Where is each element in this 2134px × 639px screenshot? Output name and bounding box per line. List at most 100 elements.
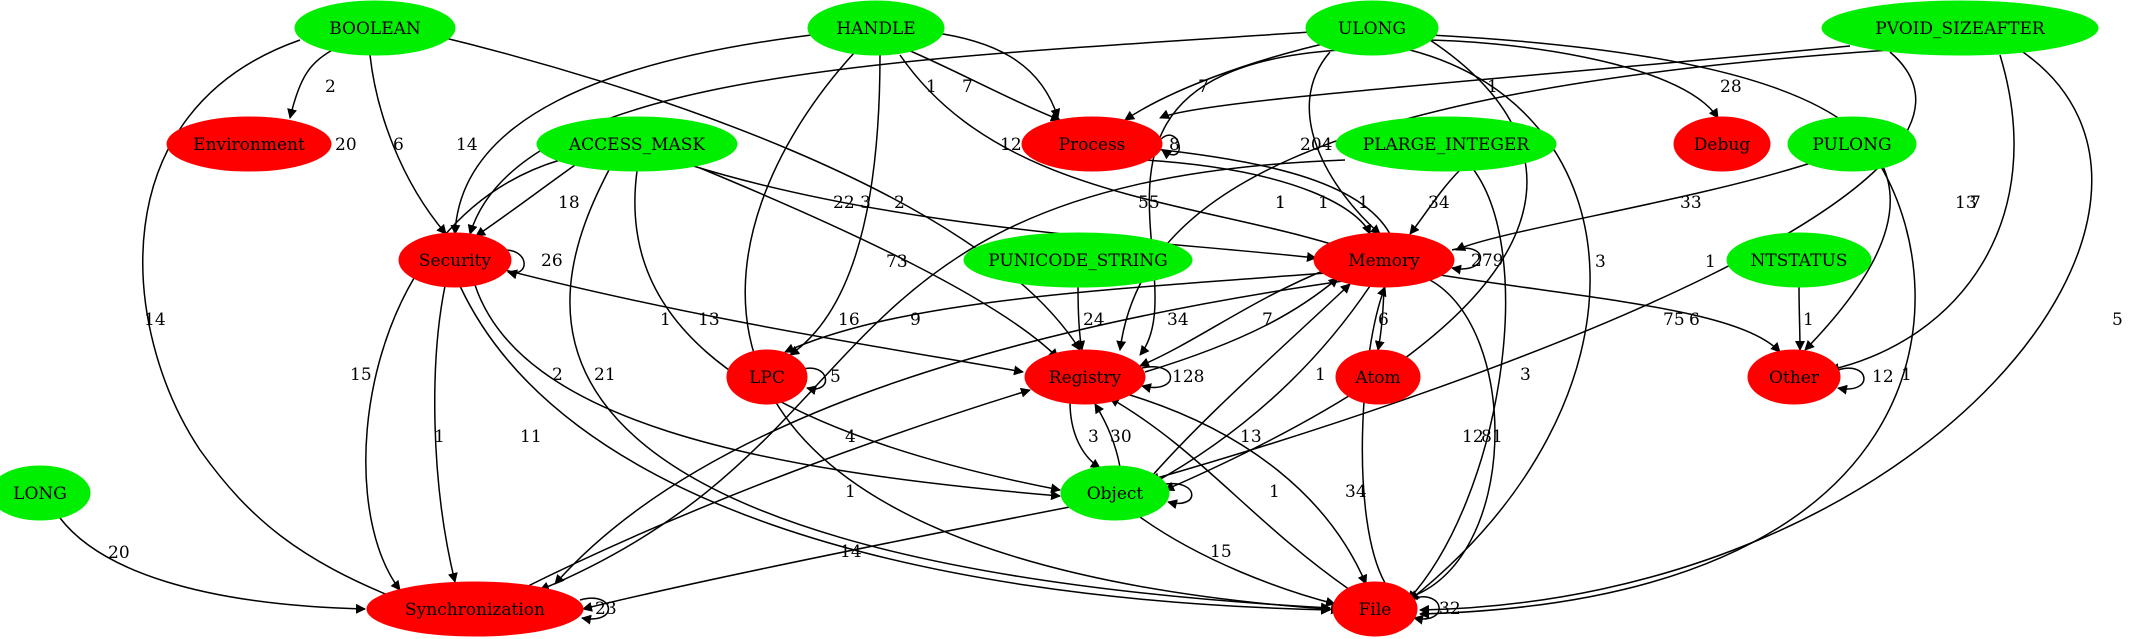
edge-line	[1159, 45, 1851, 119]
node-lpc: LPC	[726, 349, 808, 405]
node-shape	[1787, 116, 1917, 172]
edge-line	[459, 285, 1331, 615]
edge-label: 1	[1315, 365, 1326, 385]
node-boolean: BOOLEAN	[294, 0, 456, 56]
edge-object-memory: 13	[1144, 283, 1351, 485]
edge-file-file: 32	[1413, 596, 1461, 625]
edge-label: 1	[845, 482, 856, 502]
edge-object-registry: 30	[1094, 403, 1132, 468]
edge-memory-process: 1	[1144, 143, 1391, 235]
node-access-mask: ACCESS_MASK	[536, 116, 738, 172]
node-shape	[166, 116, 332, 172]
node-shape	[398, 232, 512, 288]
edge-pulong-memory: 33	[1455, 159, 1821, 251]
edge-line	[634, 170, 1061, 494]
edge-line	[450, 33, 821, 235]
node-shape	[1313, 232, 1455, 288]
edge-label: 8	[1169, 135, 1180, 155]
edge-label: 1	[926, 77, 937, 97]
node-other: Other	[1747, 349, 1841, 405]
edge-line	[369, 54, 447, 235]
edge-handle-lpc: 3	[789, 54, 881, 356]
node-label: Atom	[1354, 368, 1400, 388]
edge-label: 1	[434, 427, 445, 447]
node-label: File	[1359, 600, 1392, 620]
node-debug: Debug	[1673, 116, 1771, 172]
edge-memory-atom: 6	[1374, 286, 1389, 351]
edge-label: 128	[1172, 367, 1204, 387]
edge-label: 3	[860, 193, 871, 213]
edge-line	[1451, 247, 1482, 275]
edge-label: 1	[1275, 193, 1286, 213]
node-shape	[1673, 116, 1771, 172]
node-label: Process	[1059, 135, 1126, 155]
node-file: File	[1332, 581, 1418, 637]
edge-line	[365, 159, 561, 591]
edge-ntstatus-other: 1	[1794, 286, 1814, 351]
edge-access_mask-registry: 73	[699, 167, 1059, 359]
edge-line	[1409, 49, 1591, 601]
edge-label: 13	[1240, 427, 1262, 447]
node-plarge-integer: PLARGE_INTEGER	[1335, 116, 1557, 172]
edge-label: 13	[698, 310, 720, 330]
edge-line	[1149, 285, 1371, 486]
edge-line	[1139, 267, 1331, 368]
edge-line	[1429, 34, 1891, 351]
edge-label: 20	[335, 135, 357, 155]
edge-synchronization-registry: 1	[519, 387, 1031, 591]
edge-label: 12	[1462, 427, 1484, 447]
edge-line	[1165, 482, 1193, 510]
edge-line	[142, 39, 401, 602]
node-label: Security	[419, 251, 492, 271]
edge-label: 9	[910, 310, 921, 330]
edge-label: 1	[1705, 252, 1716, 272]
edge-label: 15	[1210, 542, 1232, 562]
node-label: Memory	[1348, 251, 1420, 271]
edge-handle-process: 7	[907, 49, 1061, 122]
node-label: PULONG	[1812, 135, 1891, 155]
edge-label: 1	[1318, 193, 1329, 213]
edge-label: 6	[393, 135, 404, 155]
node-label: Synchronization	[405, 600, 545, 620]
edge-line	[1164, 39, 1528, 491]
edge-label: 18	[558, 193, 580, 213]
edge-label: 2	[552, 365, 563, 385]
node-shape	[294, 0, 456, 56]
edge-label: 32	[1439, 599, 1461, 619]
edge-ulong-file: 75	[1409, 49, 1685, 601]
edge-line	[1109, 397, 1351, 591]
edge-line	[1837, 367, 1865, 395]
edge-line	[907, 49, 1061, 122]
edge-line	[1124, 39, 1341, 121]
edge-label: 15	[350, 365, 372, 385]
edge-line	[1144, 143, 1391, 235]
edge-registry-memory: 7	[1144, 277, 1339, 373]
node-shape	[0, 465, 91, 521]
edge-line	[1407, 164, 1507, 601]
edge-label: 34	[1428, 193, 1450, 213]
edge-label: 3	[1520, 365, 1531, 385]
node-shape	[1060, 465, 1170, 521]
edge-label: 3	[1595, 252, 1606, 272]
node-environment: Environment	[166, 116, 332, 172]
edge-pvoid_sizeafter-file: 5	[1419, 49, 2123, 615]
edge-label: 34	[1167, 310, 1189, 330]
node-registry: Registry	[1024, 349, 1146, 405]
node-label: LONG	[13, 484, 67, 504]
edge-line	[1139, 516, 1336, 607]
edge-pulong-file: 1	[1419, 164, 1916, 619]
edge-label: 7	[1970, 193, 1981, 213]
node-label: Object	[1087, 484, 1144, 504]
edge-line	[1439, 274, 1781, 353]
edge-line	[539, 159, 1346, 592]
node-label: Registry	[1049, 368, 1122, 388]
edge-memory-other: 6	[1439, 274, 1781, 353]
node-object: Object	[1060, 465, 1170, 521]
edge-label: 7	[1262, 310, 1273, 330]
edge-line	[1119, 391, 1368, 585]
edge-label: 23	[595, 599, 617, 619]
edge-line	[475, 164, 576, 237]
